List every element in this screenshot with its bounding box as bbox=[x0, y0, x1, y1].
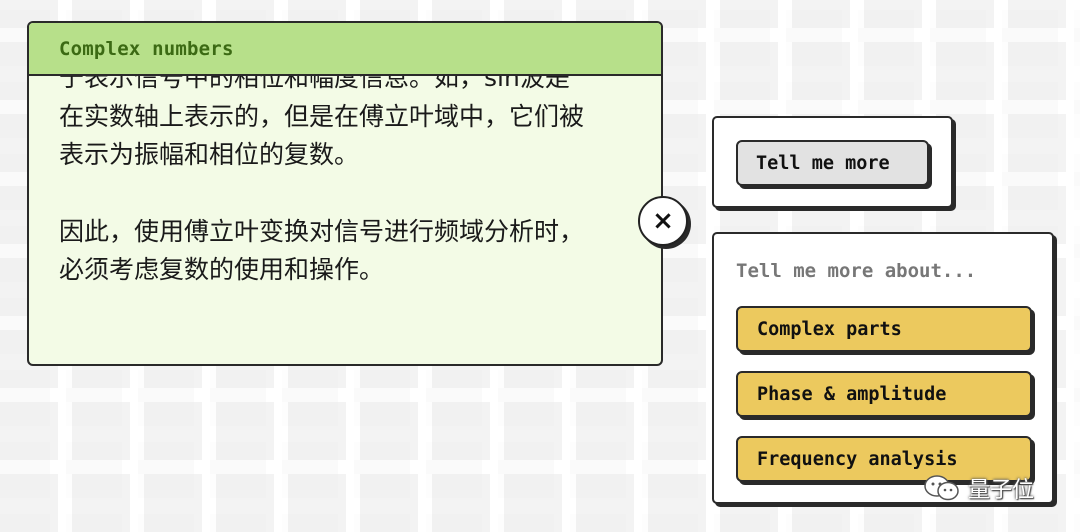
wechat-icon bbox=[922, 473, 962, 503]
paragraph-1: 于表示信号中的相位和幅度信息。如，sin波是 在实数轴上表示的，但是在傅立叶域中… bbox=[59, 59, 641, 175]
paragraph-1-line-2: 在实数轴上表示的，但是在傅立叶域中，它们被 bbox=[59, 101, 585, 131]
option-phase-amplitude-button[interactable]: Phase & amplitude bbox=[736, 371, 1032, 417]
card-title: Complex numbers bbox=[59, 37, 234, 60]
card-header: Complex numbers bbox=[29, 23, 661, 76]
card-body[interactable]: 于表示信号中的相位和幅度信息。如，sin波是 在实数轴上表示的，但是在傅立叶域中… bbox=[59, 59, 641, 328]
tell-me-more-panel: Tell me more bbox=[712, 116, 953, 208]
tell-me-more-button[interactable]: Tell me more bbox=[736, 140, 929, 186]
close-icon: × bbox=[652, 206, 674, 236]
option-complex-parts-button[interactable]: Complex parts bbox=[736, 306, 1032, 352]
close-button[interactable]: × bbox=[638, 196, 688, 246]
paragraph-2: 因此，使用傅立叶变换对信号进行频域分析时， 必须考虑复数的使用和操作。 bbox=[59, 213, 641, 290]
tell-me-more-about-panel: Tell me more about... Complex parts Phas… bbox=[712, 232, 1054, 504]
paragraph-2-line-1: 因此，使用傅立叶变换对信号进行频域分析时， bbox=[59, 216, 585, 246]
watermark: 量子位 bbox=[922, 470, 1034, 506]
option-frequency-analysis-button[interactable]: Frequency analysis bbox=[736, 436, 1032, 482]
complex-numbers-card: Complex numbers 于表示信号中的相位和幅度信息。如，sin波是 在… bbox=[27, 21, 663, 366]
panel-label: Tell me more about... bbox=[736, 260, 977, 282]
watermark-text: 量子位 bbox=[968, 478, 1035, 503]
paragraph-1-line-3: 表示为振幅和相位的复数。 bbox=[59, 140, 360, 169]
paragraph-2-line-2: 必须考虑复数的使用和操作。 bbox=[59, 255, 385, 284]
